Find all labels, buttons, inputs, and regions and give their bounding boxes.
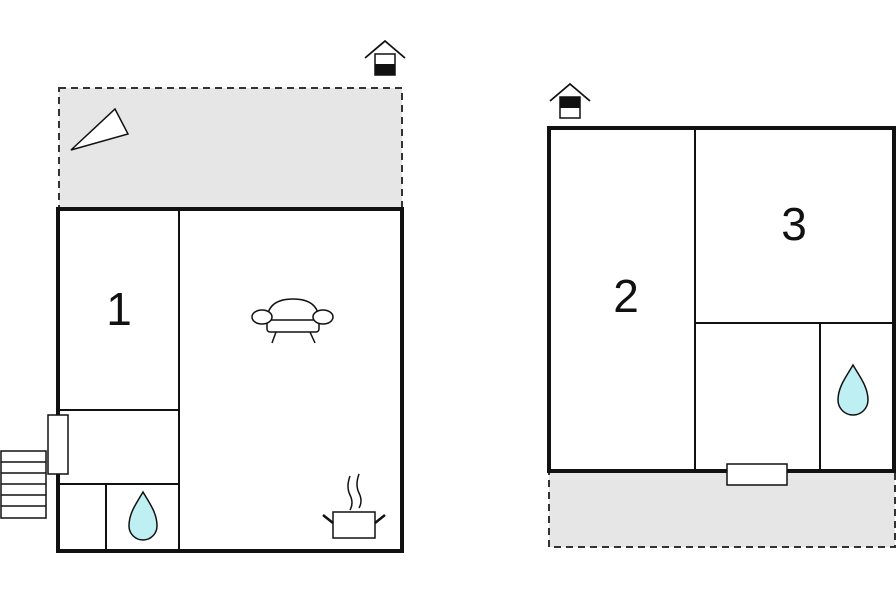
right-terrace — [548, 470, 896, 548]
room-number-1: 1 — [106, 283, 132, 335]
cooking-pot-icon — [322, 473, 386, 539]
house-entrance-icon — [364, 39, 406, 76]
left-terrace — [58, 87, 403, 210]
left-outer-wall — [56, 207, 404, 553]
water-drop-icon — [837, 363, 869, 416]
water-drop-icon — [128, 490, 158, 541]
sofa-icon — [251, 298, 334, 344]
right-building: 2 3 — [547, 82, 896, 548]
left-entrance-door — [47, 414, 69, 475]
compass-arrow-icon — [70, 107, 130, 151]
room-number-3: 3 — [781, 198, 807, 250]
room-number-2: 2 — [613, 270, 639, 322]
left-building: 1 — [0, 39, 406, 553]
right-outer-wall — [547, 126, 896, 473]
right-interior-walls — [694, 128, 894, 471]
house-entrance-icon — [549, 82, 591, 119]
stairs-icon — [0, 450, 47, 519]
left-interior-walls — [58, 209, 180, 551]
right-terrace-door — [726, 463, 788, 486]
